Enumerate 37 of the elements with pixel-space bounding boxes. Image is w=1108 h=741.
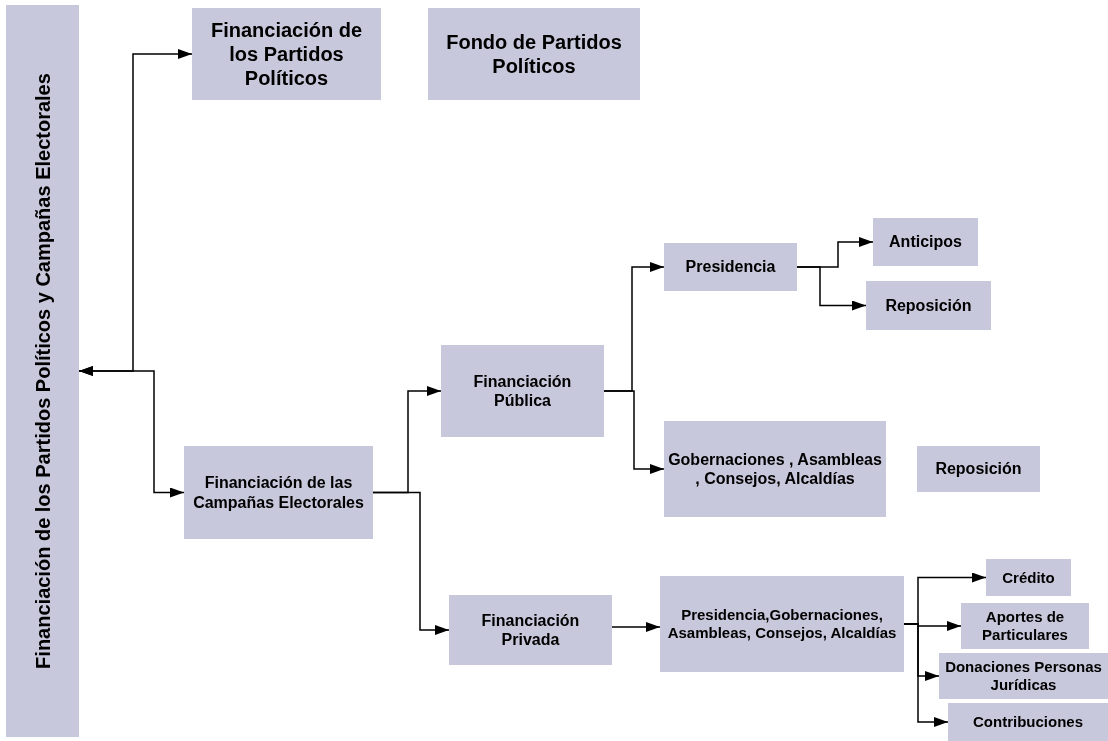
connector-arrow — [78, 366, 185, 498]
process-box — [449, 595, 612, 665]
connector-arrow — [603, 390, 665, 474]
process-box — [192, 8, 381, 100]
box-label: Financiación de los Partidos Políticos — [209, 18, 364, 90]
connector-arrow — [903, 623, 949, 727]
box-label: Contribuciones — [973, 713, 1083, 731]
process-box — [917, 446, 1040, 492]
process-box — [866, 281, 991, 330]
box-label: Crédito — [1002, 568, 1055, 587]
process-box — [986, 559, 1071, 596]
box-label: Anticipos — [889, 232, 962, 252]
process-box — [660, 576, 904, 672]
box-label: Financiación Pública — [472, 371, 573, 411]
box-label: Financiación de los Partidos Políticos y Campañas Electorales — [30, 73, 55, 669]
title-box — [6, 5, 79, 737]
process-box — [664, 421, 886, 517]
box-label: Fondo de Partidos Políticos — [445, 30, 623, 78]
process-box — [441, 345, 604, 437]
box-label: Financiación Privada — [480, 610, 581, 650]
box-label: Reposición — [885, 295, 972, 316]
box-label: Financiación de las Campañas Electorales — [192, 473, 365, 512]
box-label: Presidencia,Gobernaciones, Asambleas, Consejos, Alcaldías — [666, 606, 898, 642]
process-box — [873, 218, 978, 266]
box-label: Gobernaciones , Asambleas , Consejos, Alcaldías — [668, 449, 882, 489]
box-label: Donaciones Personas Jurídicas — [944, 658, 1103, 694]
box-label: Aportes de Particulares — [981, 608, 1069, 644]
box-label: Presidencia — [685, 257, 776, 277]
connector-arrow — [372, 491, 450, 635]
connector-arrow — [796, 266, 867, 311]
process-box — [184, 446, 373, 539]
process-box — [428, 8, 640, 100]
connector-arrow — [611, 622, 661, 632]
process-box — [664, 243, 797, 291]
process-box — [961, 603, 1089, 649]
process-box — [948, 703, 1108, 741]
box-label: Reposición — [935, 459, 1022, 479]
